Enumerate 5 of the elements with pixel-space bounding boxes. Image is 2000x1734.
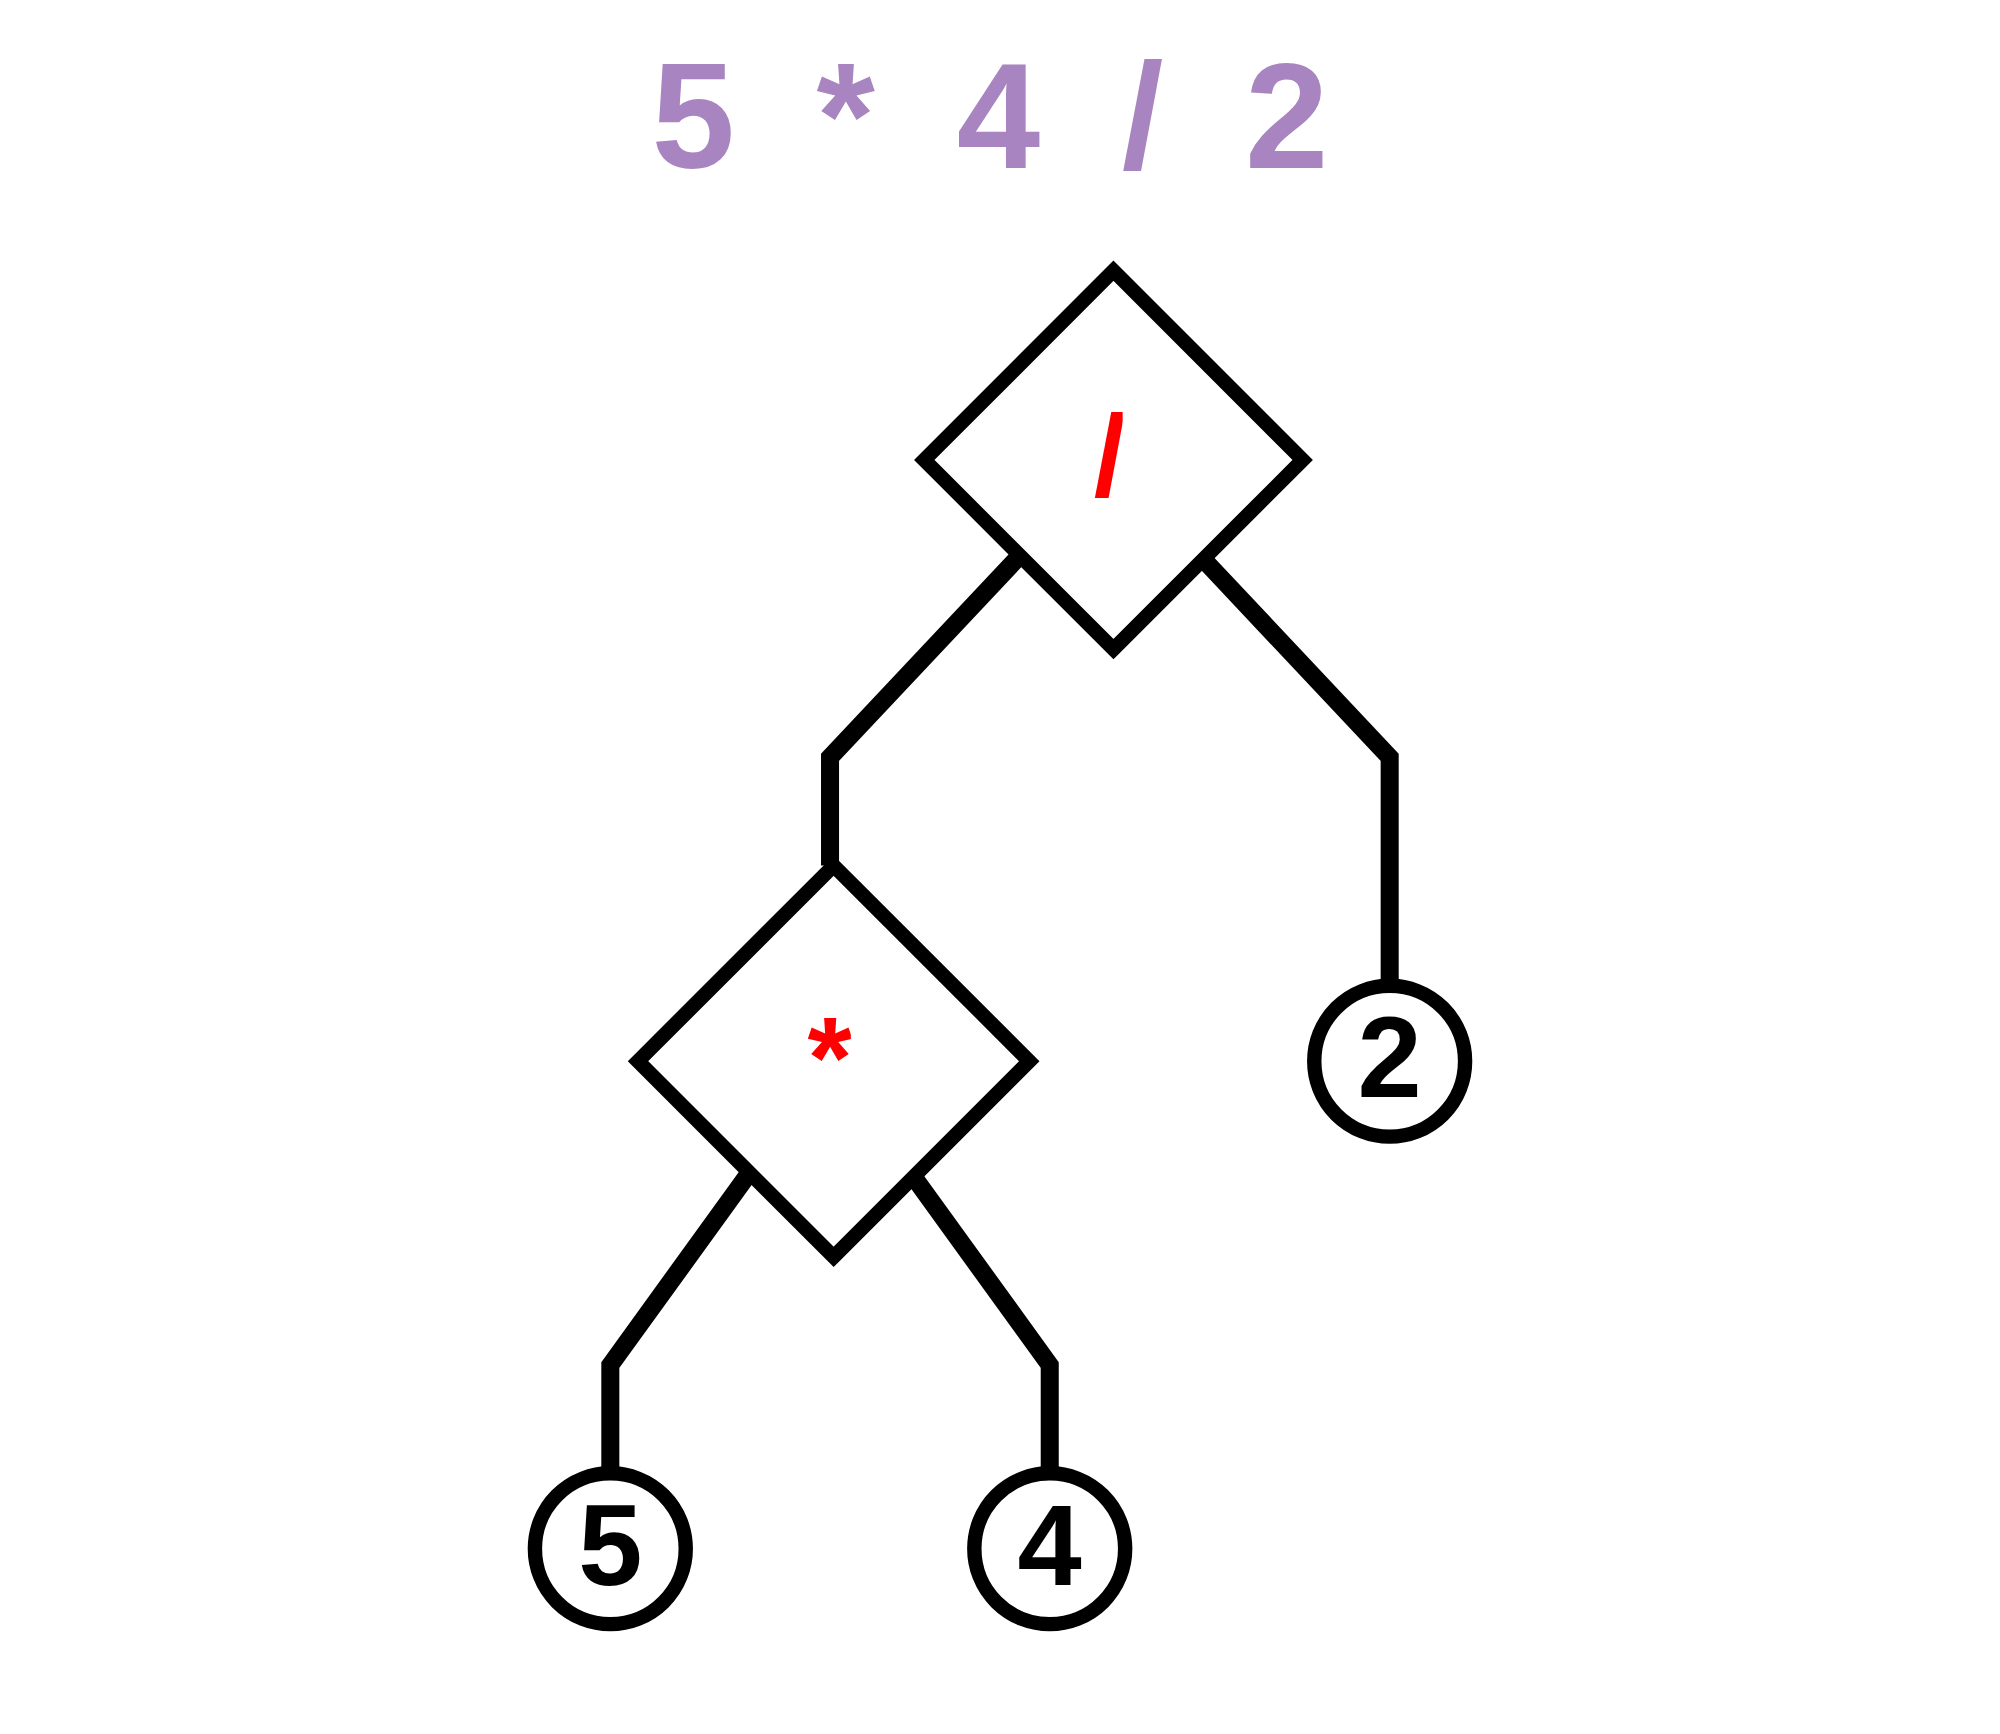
node-diamond: / [914, 260, 1313, 660]
node-circle: 5 [527, 1466, 693, 1632]
node-circle: 2 [1307, 978, 1473, 1144]
node-circle: 4 [967, 1466, 1133, 1632]
title: 5 * 4 / 2 [650, 31, 1350, 202]
